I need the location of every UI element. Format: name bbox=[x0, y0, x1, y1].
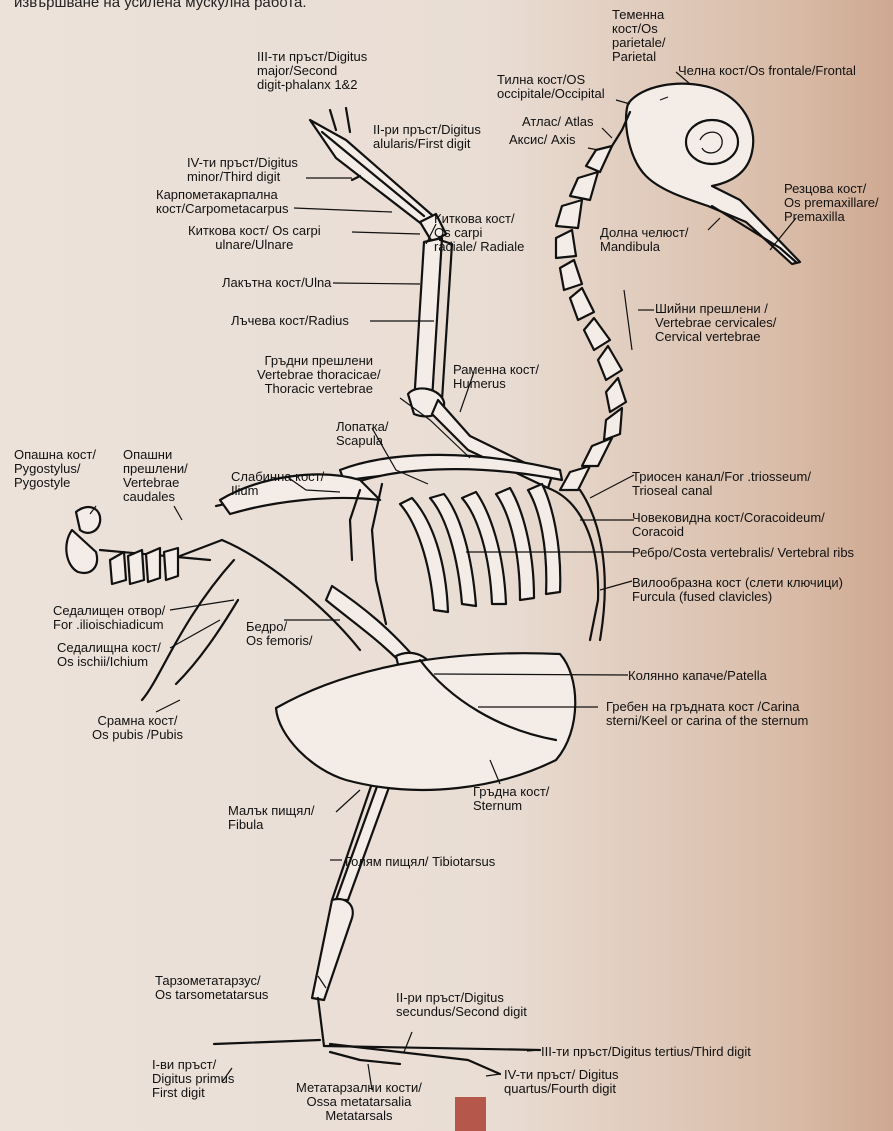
label-ilioischiadic: Седалищен отвор/ For .ilioischiadicum bbox=[53, 604, 165, 632]
label-pubis: Срамна кост/ Os pubis /Pubis bbox=[92, 714, 183, 742]
label-occipital: Тилна кост/OS occipitale/Occipital bbox=[497, 73, 605, 101]
label-pygostyle: Опашна кост/ Pygostylus/ Pygostyle bbox=[14, 448, 96, 490]
label-triosseal: Триосен канал/For .triosseum/ Trioseal c… bbox=[632, 470, 811, 498]
label-tibiotarsus: Голям пищял/ Tibiotarsus bbox=[345, 855, 495, 869]
label-digit-minor: IV-ти пръст/Digitus minor/Third digit bbox=[187, 156, 298, 184]
label-thoracic: Гръдни прешлени Vertebrae thoracicae/ Th… bbox=[257, 354, 381, 396]
label-fibula: Малък пищял/ Fibula bbox=[228, 804, 314, 832]
label-parietal: Теменна кост/Os parietale/ Parietal bbox=[612, 8, 665, 64]
label-cervical: Шийни прешлени / Vertebrae cervicales/ C… bbox=[655, 302, 776, 344]
label-carina: Гребен на гръдната кост /Carina sterni/K… bbox=[606, 700, 808, 728]
label-digit-tertius: III-ти пръст/Digitus tertius/Third digit bbox=[541, 1045, 751, 1059]
label-caudal: Опашни прешлени/ Vertebrae caudales bbox=[123, 448, 188, 504]
label-digit-alularis: II-ри пръст/Digitus alularis/First digit bbox=[373, 123, 481, 151]
label-digit-primus: I-ви пръст/ Digitus primus First digit bbox=[152, 1058, 234, 1100]
label-tarsometatarsus: Тарзометатарзус/ Os tarsometatarsus bbox=[155, 974, 268, 1002]
sternum-keel bbox=[276, 653, 575, 790]
label-digit-quartus: IV-ти пръст/ Digitus quartus/Fourth digi… bbox=[504, 1068, 619, 1096]
label-metatarsals: Метатарзални кости/ Ossa metatarsalia Me… bbox=[296, 1081, 422, 1123]
label-atlas: Атлас/ Atlas bbox=[522, 115, 594, 129]
label-radiale: Киткова кост/ Os carpi radiale/ Radiale bbox=[434, 212, 524, 254]
label-sternum: Гръдна кост/ Sternum bbox=[473, 785, 549, 813]
label-ischium: Седалищна кост/ Os ischii/Ichium bbox=[57, 641, 161, 669]
label-digit-major: III-ти пръст/Digitus major/Second digit-… bbox=[257, 50, 367, 92]
label-ilium: Слабинна кост/ Ilium bbox=[231, 470, 324, 498]
page-marker bbox=[455, 1097, 486, 1131]
label-carpometacarpus: Карпометакарпална кост/Carpometacarpus bbox=[156, 188, 288, 216]
label-mandible: Долна челюст/ Mandibula bbox=[600, 226, 688, 254]
label-digit-secundus: II-ри пръст/Digitus secundus/Second digi… bbox=[396, 991, 527, 1019]
label-femur: Бедро/ Os femoris/ bbox=[246, 620, 312, 648]
label-humerus: Раменна кост/ Humerus bbox=[453, 363, 539, 391]
label-premaxilla: Резцова кост/ Os premaxillare/ Premaxill… bbox=[784, 182, 879, 224]
label-radius: Лъчева кост/Radius bbox=[231, 314, 349, 328]
label-ribs: Ребро/Costa vertebralis/ Vertebral ribs bbox=[632, 546, 854, 560]
label-frontal: Челна кост/Os frontale/Frontal bbox=[678, 64, 856, 78]
label-ulna: Лакътна кост/Ulna bbox=[222, 276, 331, 290]
label-coracoid: Човековидна кост/Coracoideum/ Coracoid bbox=[632, 511, 825, 539]
label-axis: Аксис/ Axis bbox=[509, 133, 576, 147]
label-patella: Колянно капаче/Patella bbox=[628, 669, 767, 683]
tail-bones bbox=[66, 507, 222, 584]
label-ulnare: Киткова кост/ Os carpi ulnare/Ulnare bbox=[188, 224, 321, 252]
cervical-vertebrae bbox=[556, 146, 626, 490]
label-scapula: Лопатка/ Scapula bbox=[336, 420, 389, 448]
label-furcula: Вилообразна кост (слети ключици) Furcula… bbox=[632, 576, 843, 604]
